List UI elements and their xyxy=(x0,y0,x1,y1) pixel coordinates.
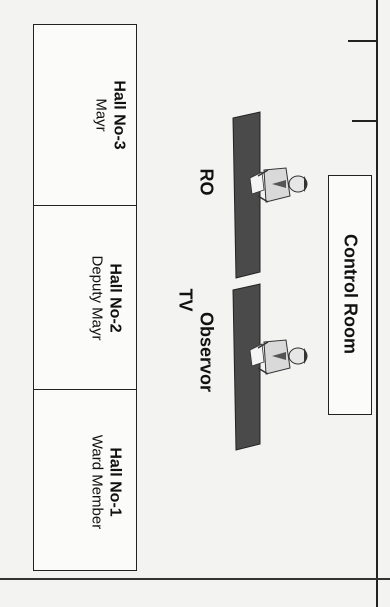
wall-segment-top xyxy=(348,40,378,42)
control-room-label: Control Room xyxy=(340,234,361,354)
hall-box-1: Hall No-1 Ward Member xyxy=(33,389,137,571)
hall-2-subtitle: Deputy Mayr xyxy=(88,255,106,341)
hall-3-title: Hall No-3 xyxy=(110,80,128,150)
hall-1-title: Hall No-1 xyxy=(106,447,124,517)
hall-3-text: Hall No-3 Mayr xyxy=(93,80,128,149)
hall-2-title: Hall No-2 xyxy=(106,263,124,333)
observer-label: Observor xyxy=(196,311,217,393)
bottom-boundary-line xyxy=(0,578,390,580)
ro-desk-with-person-icon xyxy=(232,111,308,279)
ro-label: RO xyxy=(196,168,217,196)
control-room-box: Control Room xyxy=(328,175,372,415)
tv-label: TV xyxy=(175,288,196,312)
observer-desk-with-person-icon xyxy=(232,283,308,451)
hall-3-subtitle: Mayr xyxy=(92,98,110,132)
right-wall-line xyxy=(376,0,378,607)
hall-box-2: Hall No-2 Deputy Mayr xyxy=(33,205,137,390)
wall-segment-middle xyxy=(352,120,378,122)
hall-1-subtitle: Ward Member xyxy=(88,434,106,530)
hall-box-3: Hall No-3 Mayr xyxy=(33,24,137,206)
hall-1-text: Hall No-1 Ward Member xyxy=(89,435,124,529)
hall-2-text: Hall No-2 Deputy Mayr xyxy=(89,255,124,340)
